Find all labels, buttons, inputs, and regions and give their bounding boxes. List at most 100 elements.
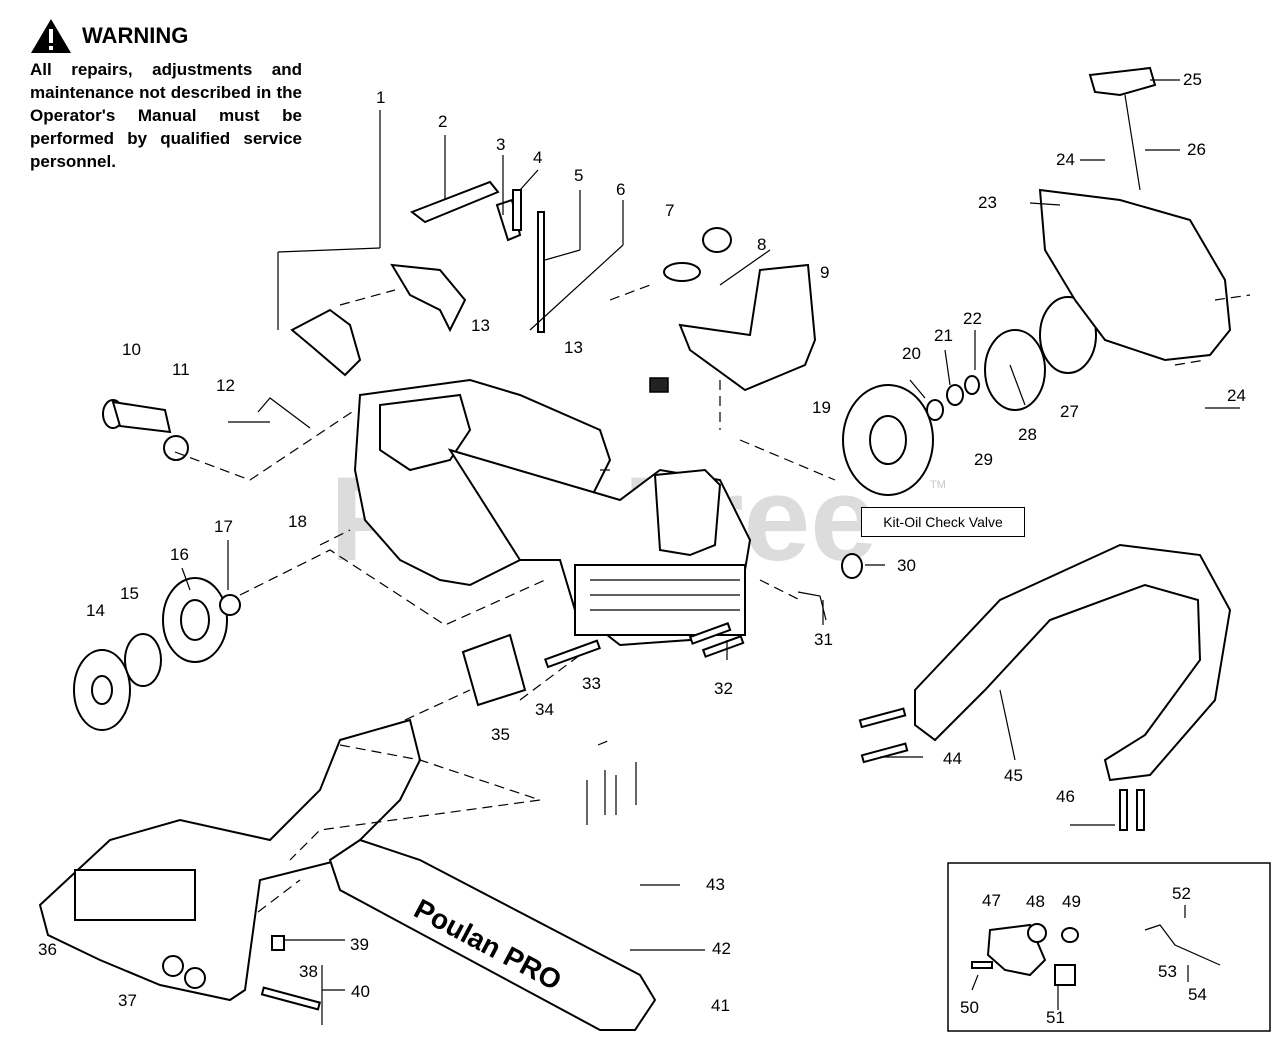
part-20-nut[interactable]	[926, 399, 944, 421]
part-35-plate[interactable]	[461, 633, 527, 707]
part-23-starter-housing[interactable]	[1038, 188, 1232, 362]
callout-37[interactable]: 37	[118, 991, 137, 1010]
part-21-nut[interactable]	[946, 384, 964, 406]
part-31-spring[interactable]	[797, 591, 827, 621]
part-9-shield[interactable]	[678, 263, 817, 392]
callout-29[interactable]: 29	[974, 450, 993, 469]
callout-9[interactable]: 9	[820, 263, 830, 282]
callout-11[interactable]: 11	[172, 360, 190, 379]
callout-16[interactable]: 16	[170, 545, 189, 564]
callout-5[interactable]: 5	[574, 166, 584, 185]
part-1-bracket[interactable]	[290, 263, 467, 377]
callout-32[interactable]: 32	[714, 679, 733, 698]
part-37-nut[interactable]	[162, 955, 184, 977]
part-42-guide-bar[interactable]	[328, 838, 657, 1031]
part-25-handle[interactable]	[1088, 66, 1157, 97]
callout-39[interactable]: 39	[350, 935, 369, 954]
callout-15[interactable]: 15	[120, 584, 139, 603]
callout-26[interactable]: 26	[1187, 140, 1206, 159]
part-19-flywheel[interactable]	[842, 384, 934, 496]
callout-42[interactable]: 42	[712, 939, 731, 958]
part-51-block[interactable]	[1054, 964, 1076, 986]
callout-24b[interactable]: 24	[1227, 386, 1246, 405]
part-32-bolts[interactable]	[688, 622, 745, 658]
callout-3[interactable]: 3	[496, 135, 506, 154]
callout-52[interactable]: 52	[1172, 884, 1191, 903]
part-33-bolt[interactable]	[543, 639, 601, 669]
part-14-clutch[interactable]	[73, 649, 131, 731]
part-44-bolt-2[interactable]	[860, 742, 909, 764]
part-4-screw[interactable]	[512, 189, 522, 231]
callout-24a[interactable]: 24	[1056, 150, 1075, 169]
callout-41[interactable]: 41	[711, 996, 730, 1015]
callout-19[interactable]: 19	[812, 398, 831, 417]
callout-10[interactable]: 10	[122, 340, 141, 359]
part-52-hose[interactable]	[1144, 924, 1221, 966]
part-12-spring[interactable]	[257, 397, 311, 429]
callout-7[interactable]: 7	[665, 201, 675, 220]
part-15-washer[interactable]	[124, 633, 162, 687]
callout-27[interactable]: 27	[1060, 402, 1079, 421]
callout-35[interactable]: 35	[491, 725, 510, 744]
part-50-screw[interactable]	[971, 961, 993, 969]
callout-43[interactable]: 43	[706, 875, 725, 894]
callout-44[interactable]: 44	[943, 749, 962, 768]
part-39-adjuster[interactable]	[271, 935, 285, 951]
part-44-bolt[interactable]	[858, 707, 907, 729]
part-5-rod[interactable]	[537, 211, 545, 333]
part-22-washer[interactable]	[964, 375, 980, 395]
part-16-drum[interactable]	[162, 577, 228, 663]
callout-1[interactable]: 1	[376, 88, 386, 107]
callout-38[interactable]: 38	[299, 962, 318, 981]
callout-54[interactable]: 54	[1188, 985, 1207, 1004]
part-37-nut-2[interactable]	[184, 967, 206, 989]
part-27-spring[interactable]	[1039, 296, 1097, 374]
callout-13b[interactable]: 13	[564, 338, 583, 357]
callout-28[interactable]: 28	[1018, 425, 1037, 444]
callout-18[interactable]: 18	[288, 512, 307, 531]
callout-45[interactable]: 45	[1004, 766, 1023, 785]
callout-6[interactable]: 6	[616, 180, 626, 199]
part-8-filter[interactable]	[649, 377, 669, 393]
callout-25[interactable]: 25	[1183, 70, 1202, 89]
part-40-screw[interactable]	[260, 986, 322, 1011]
part-28-pulley[interactable]	[984, 329, 1046, 411]
part-49-nut[interactable]	[1061, 927, 1079, 943]
part-46-bolt[interactable]	[1119, 789, 1128, 831]
callout-34[interactable]: 34	[535, 700, 554, 719]
part-10-switch[interactable]	[102, 399, 189, 461]
callout-51[interactable]: 51	[1046, 1008, 1065, 1027]
callout-12[interactable]: 12	[216, 376, 235, 395]
callout-53[interactable]: 53	[1158, 962, 1177, 981]
callout-33[interactable]: 33	[582, 674, 601, 693]
callout-2[interactable]: 2	[438, 112, 448, 131]
part-7-cap[interactable]	[663, 227, 732, 282]
callout-50[interactable]: 50	[960, 998, 979, 1017]
part-43-pins[interactable]	[586, 762, 637, 825]
part-46-bolt-2[interactable]	[1136, 789, 1145, 831]
callout-13a[interactable]: 13	[471, 316, 490, 335]
callout-20[interactable]: 20	[902, 344, 921, 363]
callout-14[interactable]: 14	[86, 601, 105, 620]
callout-22[interactable]: 22	[963, 309, 982, 328]
callout-21[interactable]: 21	[934, 326, 953, 345]
callout-36[interactable]: 36	[38, 940, 57, 959]
callout-47[interactable]: 47	[982, 891, 1001, 910]
part-48-seal[interactable]	[1027, 923, 1047, 943]
callout-23[interactable]: 23	[978, 193, 997, 212]
part-2-lever[interactable]	[409, 180, 500, 224]
engine-housing[interactable]	[353, 378, 752, 647]
callout-40[interactable]: 40	[351, 982, 370, 1001]
part-30-valve[interactable]	[841, 553, 863, 579]
kit-oil-check-valve-label[interactable]: Kit-Oil Check Valve	[861, 507, 1025, 537]
part-36-chain-cover[interactable]	[38, 718, 422, 1002]
callout-49[interactable]: 49	[1062, 892, 1081, 911]
callout-31[interactable]: 31	[814, 630, 833, 649]
callout-48[interactable]: 48	[1026, 892, 1045, 911]
callout-17[interactable]: 17	[214, 517, 233, 536]
callout-30[interactable]: 30	[897, 556, 916, 575]
part-17-washer[interactable]	[219, 594, 241, 616]
callout-46[interactable]: 46	[1056, 787, 1075, 806]
callout-8[interactable]: 8	[757, 235, 767, 254]
part-45-front-handle[interactable]	[914, 543, 1232, 782]
